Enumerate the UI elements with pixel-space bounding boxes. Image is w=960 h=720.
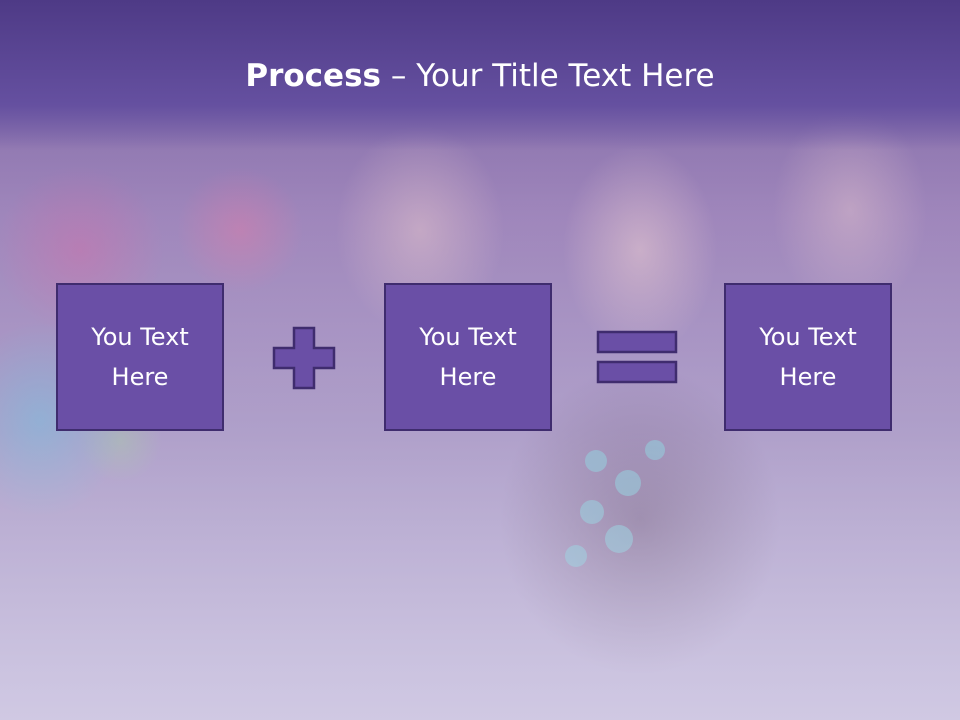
equals-icon [596, 330, 678, 384]
slide-title: Process – Your Title Text Here [0, 48, 960, 104]
process-box-2-text: You Text Here [419, 323, 517, 391]
title-bold: Process [245, 58, 381, 94]
process-box-1-text: You Text Here [91, 323, 189, 391]
process-box-2[interactable]: You Text Here [384, 283, 552, 431]
title-rest: – Your Title Text Here [381, 58, 715, 94]
plus-icon [272, 326, 336, 390]
process-box-3-text: You Text Here [759, 323, 857, 391]
process-box-1[interactable]: You Text Here [56, 283, 224, 431]
title-band [0, 0, 960, 150]
process-box-3[interactable]: You Text Here [724, 283, 892, 431]
